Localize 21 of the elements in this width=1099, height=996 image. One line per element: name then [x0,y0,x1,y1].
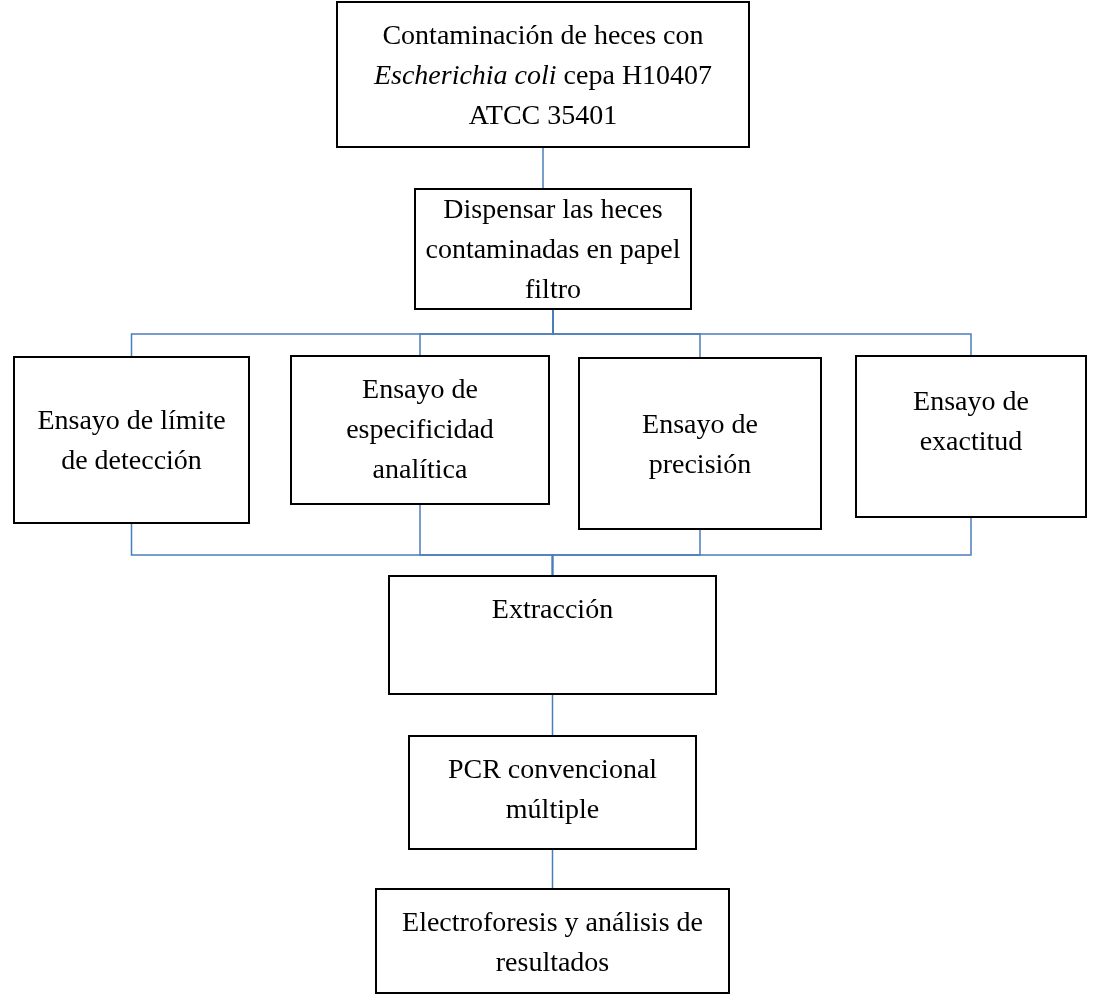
box-text: PCR convencional múltiple [446,752,659,826]
connector-line [551,517,972,576]
process-box [375,888,730,994]
process-box [336,1,750,148]
process-box [408,735,697,850]
process-box [290,355,550,505]
box-text: Electroforesis y análisis de resultados [401,905,704,979]
process-box [388,575,717,695]
process-box [13,356,250,524]
connector-line [551,694,554,736]
box-text: Ensayo de límite de detección [36,403,227,477]
box-text: Contaminación de heces con Escherichia coli cepa H10407 ATCC 35401 [372,17,714,132]
process-box [855,355,1087,518]
connector-line [542,147,544,189]
box-text: Ensayo de exactitud [912,384,1030,458]
box-text: Ensayo de especificidad analítica [345,372,495,486]
connector-line [551,849,554,889]
process-box [578,357,822,530]
box-text: Extracción [491,592,614,626]
box-text: Dispensar las heces contaminadas en papel filtro [424,192,682,306]
box-text: Ensayo de precisión [641,406,759,481]
